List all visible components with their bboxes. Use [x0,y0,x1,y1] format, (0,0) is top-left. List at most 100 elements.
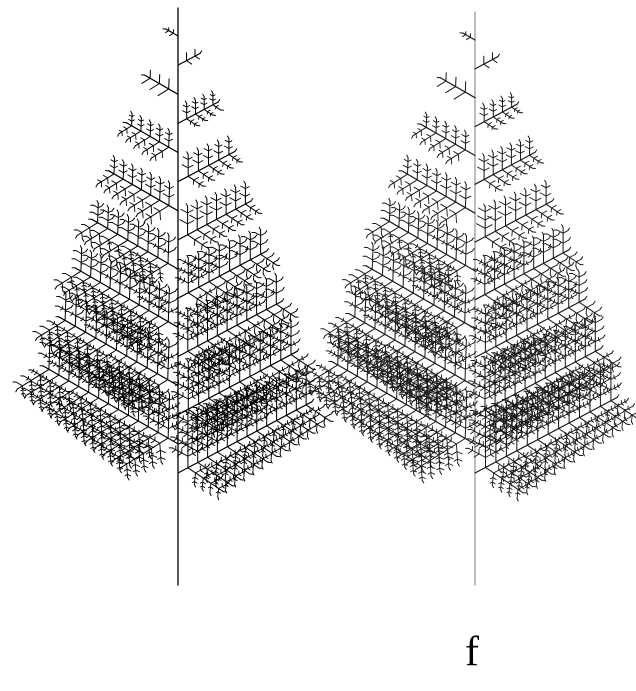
leaflet-tip [102,255,104,258]
leaflet-tip [71,305,73,307]
leaflet-tip [161,462,163,465]
leaflet-segment [142,346,145,348]
leaflet-segment [242,347,244,348]
leaflet-segment [280,396,282,397]
leaflet-segment [94,418,97,420]
leaflet-segment [442,131,446,133]
leaflet-segment [143,200,144,208]
leaflet-segment [98,426,101,428]
leaflet-segment [158,458,161,460]
branch-segment [77,223,98,236]
leaflet-segment [484,122,495,129]
leaflet-segment [201,333,203,335]
leaflet-segment [234,420,247,427]
leaflet-segment [128,220,132,222]
leaflet-tip [52,350,54,353]
leaflet-tip [106,268,108,271]
leaflet-segment [172,311,174,312]
leaflet-segment [458,154,459,161]
leaflet-segment [142,180,146,182]
leaflet-segment [142,78,150,83]
leaflet-segment [118,224,123,226]
leaflet-segment [203,271,206,273]
leaflet-segment [90,403,91,418]
leaflet-segment [185,388,188,390]
leaflet-segment [49,405,50,416]
leaflet-segment [81,425,84,427]
leaflet-segment [259,412,263,414]
branch-segment [128,217,129,240]
leaflet-segment [302,434,304,435]
leaflet-segment [114,158,115,174]
leaflet-segment [284,406,286,407]
leaflet-segment [150,84,160,90]
leaflet-segment [151,361,154,363]
leaflet-segment [291,377,294,379]
leaflet-segment [188,260,194,263]
leaflet-tip [141,168,142,171]
leaflet-segment [199,115,202,117]
leaflet-segment [280,407,282,409]
leaflet-tip [91,246,93,249]
leaflet-segment [223,221,228,224]
branch-segment [240,265,258,277]
leaflet-segment [110,421,115,423]
leaflet-segment [199,256,205,259]
leaflet-segment [187,119,197,126]
leaflet-segment [261,233,266,235]
leaflet-segment [325,414,332,418]
leaflet-tip [133,226,135,229]
leaflet-tip [510,93,511,96]
leaflet-segment [220,233,221,237]
leaflet-segment [86,255,92,258]
leaflet-segment [183,443,198,451]
leaflet-tip [224,281,226,284]
leaflet-segment [116,427,120,429]
leaflet-segment [217,284,224,288]
leaflet-segment [108,432,111,434]
leaflet-segment [166,29,178,36]
leaflet-tip [87,311,89,314]
leaflet-tip [168,286,169,289]
leaflet-segment [193,397,196,399]
leaflet-segment [154,189,160,192]
leaflet-segment [203,482,206,484]
leaflet-segment [184,434,188,436]
leaflet-segment [142,408,144,410]
leaflet-segment [204,425,207,427]
leaflet-segment [291,311,296,314]
leaflet-segment [169,131,170,147]
leaflet-tip [32,391,34,394]
leaflet-segment [114,191,118,193]
leaflet-tip [142,152,143,155]
branch-segment [250,260,267,272]
leaflet-tip [501,96,503,99]
leaflet-segment [230,340,232,341]
leaflet-segment [202,242,207,245]
leaflet-tip [298,331,300,334]
leaflet-tip [16,389,17,392]
leaflet-segment [142,174,146,176]
leaflet-segment [237,272,243,275]
leaflet-segment [260,379,262,380]
leaflet-segment [109,252,110,260]
leaflet-segment [200,297,202,298]
leaflet-segment [151,356,153,357]
leaflet-tip [256,244,258,247]
leaflet-segment [127,136,130,138]
branch-segment [277,421,304,439]
leaflet-tip [429,148,430,151]
leaflet-segment [430,144,433,146]
leaflet-segment [276,290,282,293]
leaflet-segment [221,194,226,197]
leaflet-segment [437,81,446,86]
leaflet-segment [283,370,285,371]
leaflet-tip [263,259,265,262]
leaflet-segment [264,354,267,356]
leaflet-segment [230,198,236,201]
leaflet-segment [127,464,128,478]
leaflet-segment [129,168,133,170]
leaflet-tip [283,315,284,318]
leaflet-segment [129,192,134,195]
